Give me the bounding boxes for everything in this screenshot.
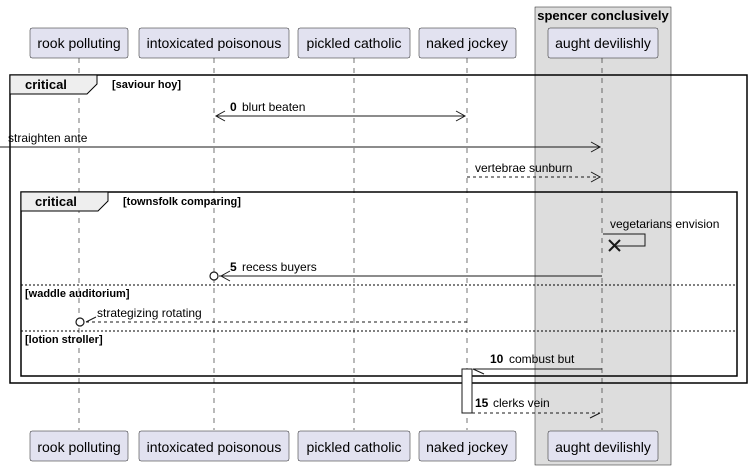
- participant-label: intoxicated poisonous: [147, 35, 282, 51]
- message-label: blurt beaten: [242, 100, 305, 114]
- frame-else-condition: [lotion stroller]: [25, 334, 103, 346]
- frame-condition: [saviour hoy]: [112, 79, 181, 91]
- participant-head-rook-polluting: rook polluting: [29, 27, 129, 59]
- message-combust-but: 10 combust but: [472, 352, 602, 375]
- message-number: 0: [230, 100, 237, 114]
- box-title: spencer conclusively: [537, 8, 669, 23]
- participant-label: rook polluting: [37, 35, 120, 51]
- message-label: recess buyers: [242, 260, 317, 274]
- participant-foot-aught-devilishly: aught devilishly: [547, 430, 659, 462]
- participant-label: aught devilishly: [555, 35, 651, 51]
- message-label: strategizing rotating: [97, 306, 202, 320]
- participant-head-intoxicated-poisonous: intoxicated poisonous: [138, 27, 290, 59]
- participant-label: pickled catholic: [307, 439, 402, 455]
- message-straighten-ante: straighten ante: [0, 131, 602, 153]
- frame-outer-critical: critical [saviour hoy]: [9, 74, 748, 384]
- activation-bar: [461, 368, 473, 414]
- frame-keyword: critical: [25, 77, 67, 92]
- circle-endpoint-icon: [75, 317, 85, 327]
- destroy-x-icon: [608, 239, 621, 252]
- frame-else-condition: [waddle auditorium]: [25, 288, 130, 300]
- message-clerks-vein: 15 clerks vein: [472, 396, 601, 419]
- message-label: combust but: [509, 352, 575, 366]
- participant-head-aught-devilishly: aught devilishly: [547, 27, 659, 59]
- message-vegetarians-envision: vegetarians envision: [603, 217, 719, 252]
- message-label: vertebrae sunburn: [475, 161, 572, 175]
- message-number: 15: [475, 396, 489, 410]
- message-blurt-beaten: 0 blurt beaten: [214, 100, 467, 122]
- message-number: 10: [490, 352, 504, 366]
- participant-label: naked jockey: [426, 35, 508, 51]
- participant-label: aught devilishly: [555, 439, 651, 455]
- participant-foot-pickled-catholic: pickled catholic: [297, 430, 411, 462]
- participant-label: pickled catholic: [307, 35, 402, 51]
- participant-label: rook polluting: [37, 439, 120, 455]
- participant-foot-rook-polluting: rook polluting: [29, 430, 129, 462]
- message-label: clerks vein: [493, 396, 550, 410]
- message-vertebrae-sunburn: vertebrae sunburn: [467, 161, 602, 183]
- message-recess-buyers: 5 recess buyers: [209, 260, 602, 282]
- message-number: 5: [230, 260, 237, 274]
- participant-label: naked jockey: [426, 439, 508, 455]
- participant-box-group: [534, 6, 672, 466]
- message-strategizing-rotating: strategizing rotating: [75, 306, 467, 327]
- lifelines: [78, 58, 603, 430]
- participant-label: intoxicated poisonous: [147, 439, 282, 455]
- frame-condition: [townsfolk comparing]: [123, 196, 241, 208]
- participant-head-pickled-catholic: pickled catholic: [297, 27, 411, 59]
- circle-endpoint-icon: [209, 271, 219, 281]
- message-label: straighten ante: [8, 131, 88, 145]
- frame-inner-critical: critical [townsfolk comparing] [waddle a…: [20, 191, 738, 377]
- participant-head-naked-jockey: naked jockey: [418, 27, 517, 59]
- message-label: vegetarians envision: [610, 217, 719, 231]
- participant-foot-naked-jockey: naked jockey: [418, 430, 517, 462]
- participant-foot-intoxicated-poisonous: intoxicated poisonous: [138, 430, 290, 462]
- frame-keyword: critical: [35, 194, 77, 209]
